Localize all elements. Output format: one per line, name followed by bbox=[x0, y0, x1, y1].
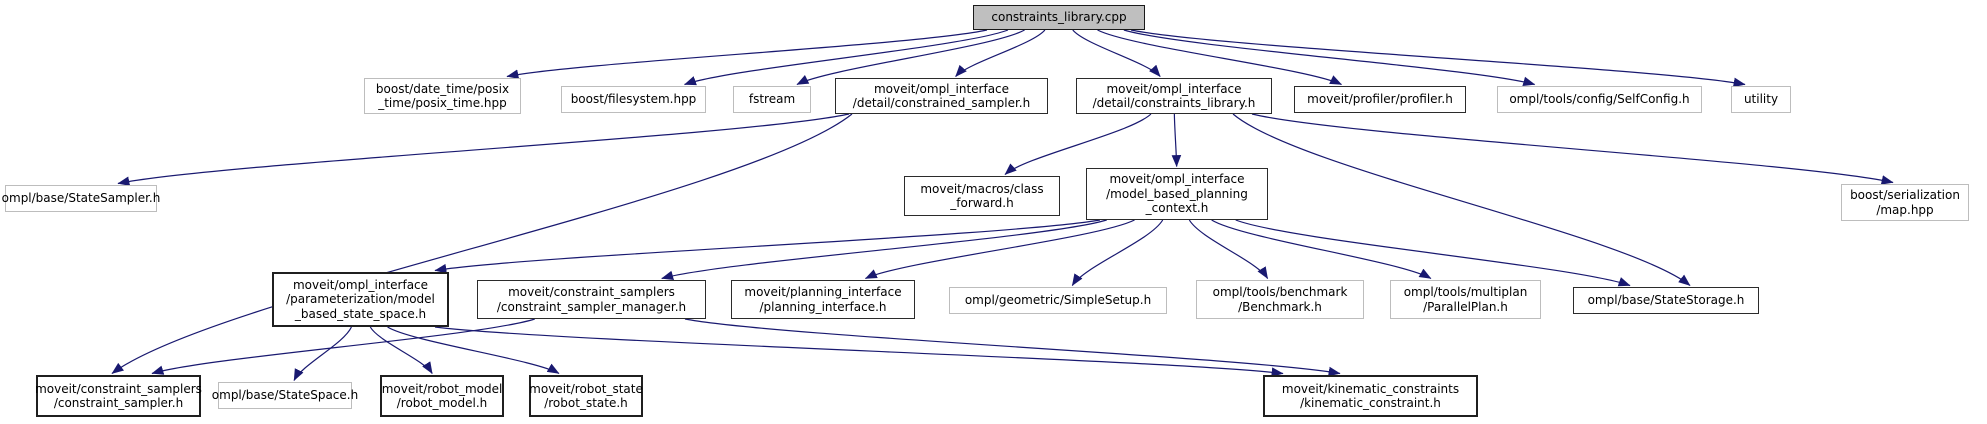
node-robot_model[interactable]: moveit/robot_model/robot_model.h bbox=[380, 375, 504, 417]
node-label-line: ompl/tools/multiplan bbox=[1403, 285, 1528, 299]
node-utility: utility bbox=[1731, 86, 1791, 113]
edge-constraints_library_h-to-state_storage bbox=[1232, 113, 1691, 286]
node-label-line: _context.h bbox=[1145, 201, 1209, 216]
node-label-line: moveit/kinematic_constraints bbox=[1281, 381, 1460, 396]
edge-root-to-constraints_library_h bbox=[1072, 29, 1161, 77]
edge-sampler_manager-to-kinematic bbox=[684, 318, 1341, 377]
node-label-line: moveit/profiler/profiler.h bbox=[1307, 92, 1453, 107]
edge-planning_context-to-state_storage bbox=[1235, 219, 1631, 287]
node-label-line: /parameterization/model bbox=[286, 292, 435, 307]
node-label-line: /planning_interface.h bbox=[759, 299, 887, 314]
node-label-line: ompl/geometric/SimpleSetup.h bbox=[964, 293, 1152, 308]
node-label-line: _forward.h bbox=[950, 196, 1014, 210]
edge-constraints_library_h-to-class_forward bbox=[1004, 113, 1152, 175]
node-constrained_sampler[interactable]: moveit/ompl_interface/detail/constrained… bbox=[835, 78, 1048, 114]
node-label-line: moveit/ompl_interface bbox=[873, 81, 1010, 96]
node-label-line: moveit/macros/class bbox=[920, 181, 1044, 196]
edge-root-to-constrained_sampler bbox=[955, 29, 1046, 77]
node-label-line: boost/date_time/posix bbox=[375, 81, 510, 96]
node-label-line: /map.hpp bbox=[1876, 202, 1934, 217]
node-label-line: moveit/planning_interface bbox=[744, 285, 902, 299]
node-label-line: moveit/constraint_samplers bbox=[35, 381, 202, 396]
node-planning_context[interactable]: moveit/ompl_interface/model_based_planni… bbox=[1086, 168, 1268, 220]
node-planning_interface[interactable]: moveit/planning_interface/planning_inter… bbox=[731, 280, 915, 319]
edge-mbss-to-state_space bbox=[293, 326, 352, 382]
node-map_hpp: boost/serialization/map.hpp bbox=[1841, 184, 1969, 221]
node-label-line: ompl/tools/benchmark bbox=[1212, 285, 1348, 299]
node-label-line: /kinematic_constraint.h bbox=[1300, 396, 1441, 410]
node-label-line: moveit/robot_model bbox=[381, 381, 503, 396]
node-label-line: /model_based_planning bbox=[1106, 186, 1248, 201]
node-label-line: ompl/base/StateSpace.h bbox=[211, 388, 359, 403]
node-label-line: moveit/ompl_interface bbox=[1106, 81, 1242, 96]
edge-sampler_manager-to-constraint_sampler bbox=[151, 318, 535, 375]
node-label-line: fstream bbox=[748, 92, 796, 107]
node-constraint_sampler[interactable]: moveit/constraint_samplers/constraint_sa… bbox=[35, 375, 202, 417]
node-label-line: moveit/ompl_interface bbox=[1109, 172, 1245, 187]
edge-planning_context-to-simple_setup bbox=[1071, 219, 1164, 287]
node-fstream: fstream bbox=[733, 86, 811, 113]
node-parallel_plan: ompl/tools/multiplan/ParallelPlan.h bbox=[1390, 280, 1541, 319]
node-label-line: /detail/constraints_library.h bbox=[1092, 96, 1256, 110]
edge-root-to-profiler bbox=[1097, 29, 1343, 86]
edge-root-to-posix_time bbox=[506, 29, 988, 79]
node-label-line: ompl/base/StateSampler.h bbox=[1, 191, 161, 206]
node-label-line: constraints_library.cpp bbox=[991, 10, 1127, 25]
node-label-line: ompl/tools/config/SelfConfig.h bbox=[1509, 92, 1690, 107]
node-root: constraints_library.cpp bbox=[973, 5, 1145, 30]
node-state_space: ompl/base/StateSpace.h bbox=[212, 382, 358, 409]
node-sampler_manager[interactable]: moveit/constraint_samplers/constraint_sa… bbox=[477, 280, 706, 319]
edge-constraints_library_h-to-map_hpp bbox=[1251, 113, 1894, 185]
edge-mbss-to-robot_model bbox=[369, 326, 433, 375]
node-kinematic[interactable]: moveit/kinematic_constraints/kinematic_c… bbox=[1263, 375, 1478, 417]
node-label-line: /constraint_sampler_manager.h bbox=[496, 299, 687, 314]
node-label-line: /constraint_sampler.h bbox=[53, 396, 184, 410]
node-label-line: boost/serialization bbox=[1850, 188, 1960, 202]
edge-mbss-to-kinematic bbox=[434, 326, 1284, 377]
node-benchmark: ompl/tools/benchmark/Benchmark.h bbox=[1196, 280, 1364, 319]
edge-planning_context-to-benchmark bbox=[1188, 219, 1269, 280]
edge-root-to-filesystem bbox=[683, 29, 1009, 86]
edge-planning_context-to-planning_interface bbox=[864, 219, 1135, 280]
node-label-line: /robot_state.h bbox=[544, 396, 628, 410]
node-label-line: _based_state_space.h bbox=[294, 306, 427, 321]
node-label-line: moveit/constraint_samplers bbox=[508, 285, 675, 299]
node-label-line: moveit/robot_state bbox=[529, 381, 643, 396]
node-filesystem: boost/filesystem.hpp bbox=[561, 86, 706, 113]
node-label-line: _time/posix_time.hpp bbox=[378, 96, 507, 110]
node-label-line: moveit/ompl_interface bbox=[292, 277, 429, 292]
edge-root-to-fstream bbox=[796, 29, 1025, 86]
node-state_sampler: ompl/base/StateSampler.h bbox=[2, 185, 160, 212]
edge-root-to-selfconfig bbox=[1123, 29, 1536, 87]
node-label-line: /ParallelPlan.h bbox=[1423, 299, 1508, 314]
node-constraints_library_h[interactable]: moveit/ompl_interface/detail/constraints… bbox=[1076, 78, 1272, 114]
node-label-line: /Benchmark.h bbox=[1238, 299, 1322, 314]
node-state_storage[interactable]: ompl/base/StateStorage.h bbox=[1573, 287, 1759, 314]
node-label-line: /detail/constrained_sampler.h bbox=[852, 96, 1031, 110]
node-class_forward[interactable]: moveit/macros/class_forward.h bbox=[904, 176, 1060, 216]
node-label-line: /robot_model.h bbox=[396, 396, 488, 410]
node-posix_time: boost/date_time/posix_time/posix_time.hp… bbox=[364, 78, 521, 114]
node-label-line: ompl/base/StateStorage.h bbox=[1587, 293, 1745, 308]
node-simple_setup: ompl/geometric/SimpleSetup.h bbox=[949, 287, 1167, 314]
node-label-line: boost/filesystem.hpp bbox=[570, 92, 697, 107]
edge-mbss-to-robot_state bbox=[387, 326, 560, 375]
edge-constrained_sampler-to-state_sampler bbox=[117, 113, 850, 186]
node-label-line: utility bbox=[1743, 92, 1779, 107]
node-robot_state[interactable]: moveit/robot_state/robot_state.h bbox=[529, 375, 643, 417]
edge-constrained_sampler-to-constraint_sampler bbox=[111, 113, 853, 374]
node-selfconfig: ompl/tools/config/SelfConfig.h bbox=[1497, 86, 1702, 113]
edge-planning_context-to-parallel_plan bbox=[1211, 219, 1432, 280]
edge-planning_context-to-sampler_manager bbox=[661, 219, 1107, 281]
edge-constraints_library_h-to-planning_context bbox=[1171, 113, 1182, 168]
edge-root-to-utility bbox=[1130, 29, 1746, 88]
node-mbss[interactable]: moveit/ompl_interface/parameterization/m… bbox=[272, 272, 449, 327]
node-profiler[interactable]: moveit/profiler/profiler.h bbox=[1294, 86, 1466, 113]
edge-planning_context-to-mbss bbox=[434, 219, 1101, 274]
